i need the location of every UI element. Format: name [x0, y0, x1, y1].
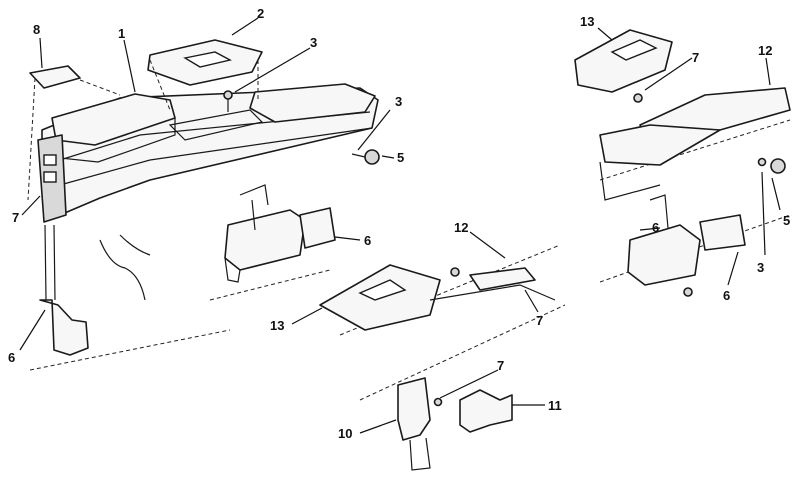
- callout-13: 13: [270, 318, 284, 333]
- callout-11: 11: [548, 398, 562, 413]
- callout-5: 5: [397, 150, 404, 165]
- callout-7: 7: [12, 210, 19, 225]
- center-console-assembly: [291, 231, 566, 471]
- callout-6: 6: [723, 288, 730, 303]
- callout-6: 6: [364, 233, 371, 248]
- callout-6: 6: [652, 220, 659, 235]
- callout-5: 5: [783, 213, 790, 228]
- callout-labels: 1 2 3 3 5 6 6 7 8 12 13 7 7 10 11 13 7 1…: [8, 6, 790, 441]
- callout-7: 7: [692, 50, 699, 65]
- callout-3: 3: [310, 35, 317, 50]
- left-console-assembly: [19, 17, 395, 371]
- callout-13: 13: [580, 14, 594, 29]
- callout-7: 7: [536, 313, 543, 328]
- callout-8: 8: [33, 22, 40, 37]
- callout-6: 6: [8, 350, 15, 365]
- callout-7: 7: [497, 358, 504, 373]
- right-console-assembly: [574, 27, 791, 297]
- callout-3: 3: [395, 94, 402, 109]
- callout-2: 2: [257, 6, 264, 21]
- callout-1: 1: [118, 26, 125, 41]
- callout-12: 12: [454, 220, 468, 235]
- callout-12: 12: [758, 43, 772, 58]
- callout-3: 3: [757, 260, 764, 275]
- callout-10: 10: [338, 426, 352, 441]
